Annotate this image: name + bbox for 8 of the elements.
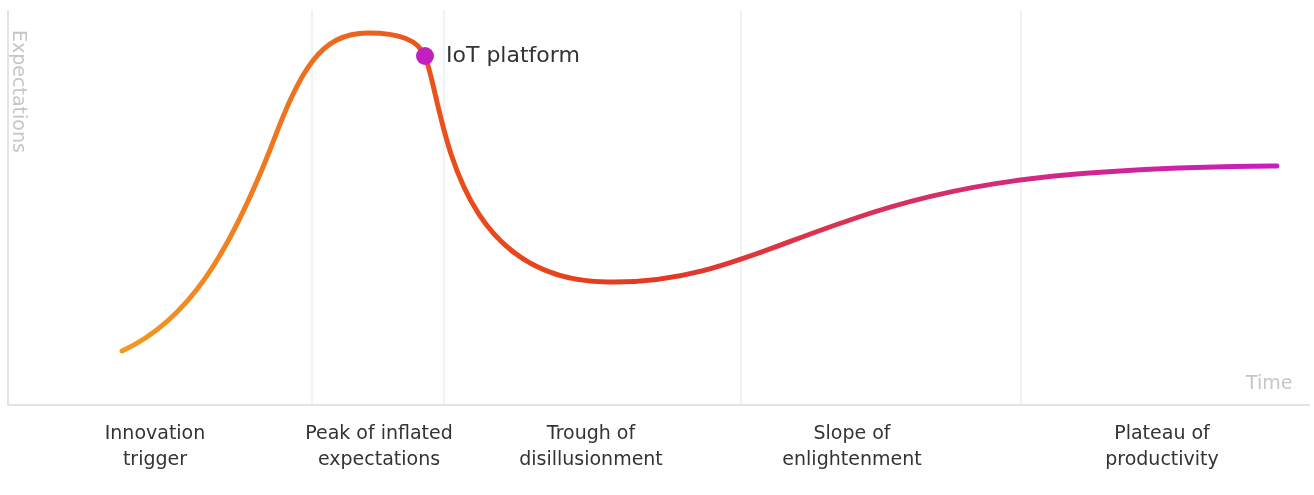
phase-label: Peak of inflated expectations [304,420,454,471]
axis-label: Time [1246,370,1294,395]
phase-label: Plateau of productivity [1104,420,1220,471]
phase-label: Innovation trigger [103,420,207,471]
point-label: IoT platform [446,42,581,68]
phase-label: Trough of disillusionment [518,420,664,471]
phase-label: Slope of enlightenment [781,420,923,471]
axis-label: Expectations [8,30,32,155]
